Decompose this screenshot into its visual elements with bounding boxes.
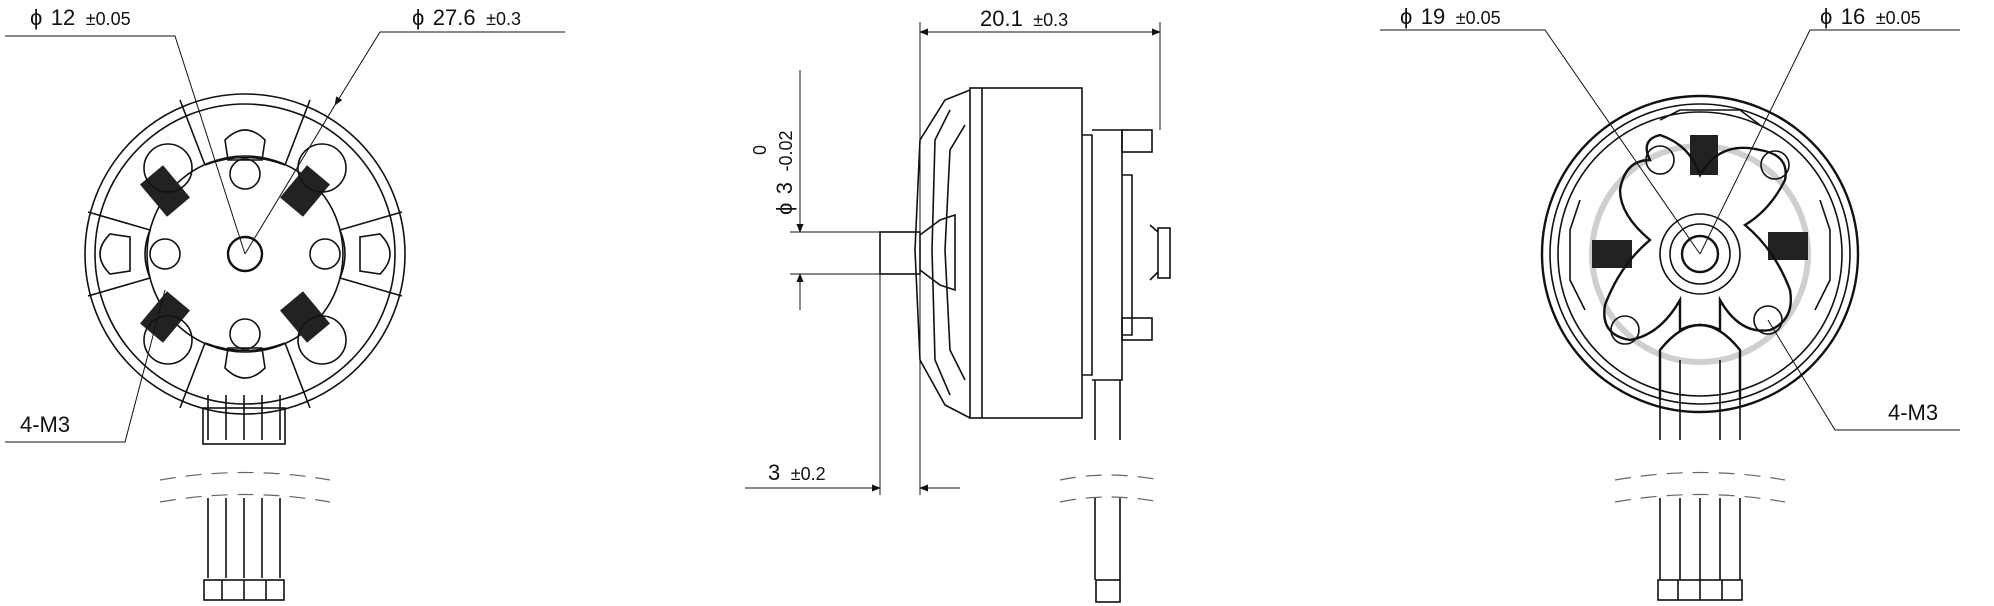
front-holes <box>99 129 391 379</box>
side-body <box>969 87 1083 419</box>
front-wires <box>159 395 331 601</box>
front-shaft-hole <box>226 235 264 273</box>
rear-view <box>1380 29 1960 601</box>
side-shaft <box>879 231 921 275</box>
front-mount-holes-label: 4-M3 <box>20 412 70 437</box>
rear-hub <box>1659 213 1741 295</box>
rear-mount-holes-label: 4-M3 <box>1888 400 1938 425</box>
front-outer-dim: ϕ 27.6 ±0.3 <box>412 5 521 30</box>
svg-text:ϕ 3 -0.02: ϕ 3 -0.02 <box>772 130 797 215</box>
front-outer-rim <box>84 93 406 415</box>
rear-outer-rim <box>1540 94 1860 414</box>
side-view <box>745 22 1171 603</box>
svg-text:0: 0 <box>750 145 770 155</box>
front-inner-rim <box>94 103 396 405</box>
rear-wire-exit <box>1658 324 1742 400</box>
side-length-dim: 20.1 ±0.3 <box>980 6 1068 31</box>
rear-inner-bolt-dim: ϕ 16 ±0.05 <box>1820 4 1921 29</box>
side-bell <box>914 89 971 419</box>
front-coils <box>140 143 347 365</box>
rear-coils <box>1569 109 1831 311</box>
front-shaft-dim: ϕ 12 ±0.05 <box>30 5 131 30</box>
side-shaft-length-dim: 3 ±0.2 <box>768 460 826 485</box>
front-view <box>5 31 565 601</box>
rear-mount-holes <box>1610 145 1790 345</box>
rear-mount-plate <box>1603 133 1792 342</box>
side-shaft-dim: ϕ 3 -0.02 0 <box>750 130 797 215</box>
rear-outer-bolt-dim: ϕ 19 ±0.05 <box>1400 4 1501 29</box>
